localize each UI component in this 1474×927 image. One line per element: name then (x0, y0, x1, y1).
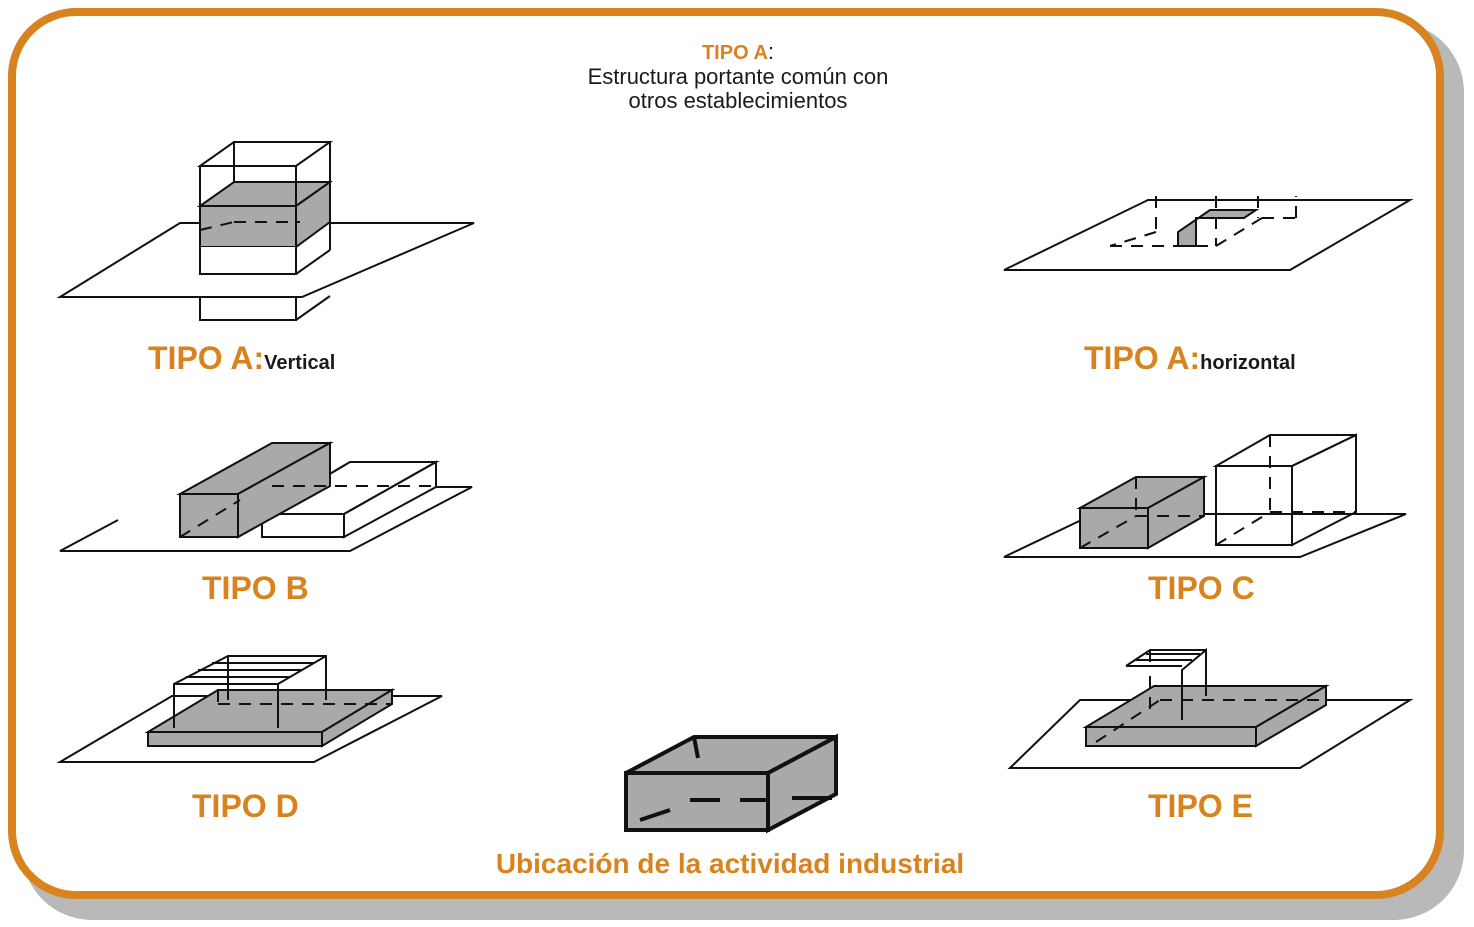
label-tipo-a-vertical-sub: Vertical (264, 352, 336, 374)
legend-caption: Ubicación de la actividad industrial (495, 848, 965, 879)
label-tipo-a-horizontal-main: TIPO A: (1084, 340, 1201, 376)
header: TIPO A: Estructura portante común con ot… (480, 40, 996, 113)
label-tipo-e: TIPO E (1148, 788, 1253, 824)
label-tipo-a-vertical: TIPO A:Vertical (148, 340, 335, 377)
label-tipo-a-horizontal-sub: horizontal (1200, 352, 1296, 374)
header-line-1: Estructura portante común con (587, 64, 889, 89)
label-tipo-a-vertical-main: TIPO A: (148, 340, 265, 376)
label-tipo-b: TIPO B (202, 570, 309, 606)
label-tipo-d: TIPO D (192, 788, 299, 824)
header-keyword: TIPO A (701, 42, 768, 64)
label-tipo-a-horizontal: TIPO A:horizontal (1084, 340, 1296, 377)
header-line-2: otros establecimientos (628, 88, 848, 113)
header-keyword-suffix: : (767, 39, 775, 64)
label-tipo-c: TIPO C (1148, 570, 1255, 606)
header-title: TIPO A: (480, 40, 996, 65)
